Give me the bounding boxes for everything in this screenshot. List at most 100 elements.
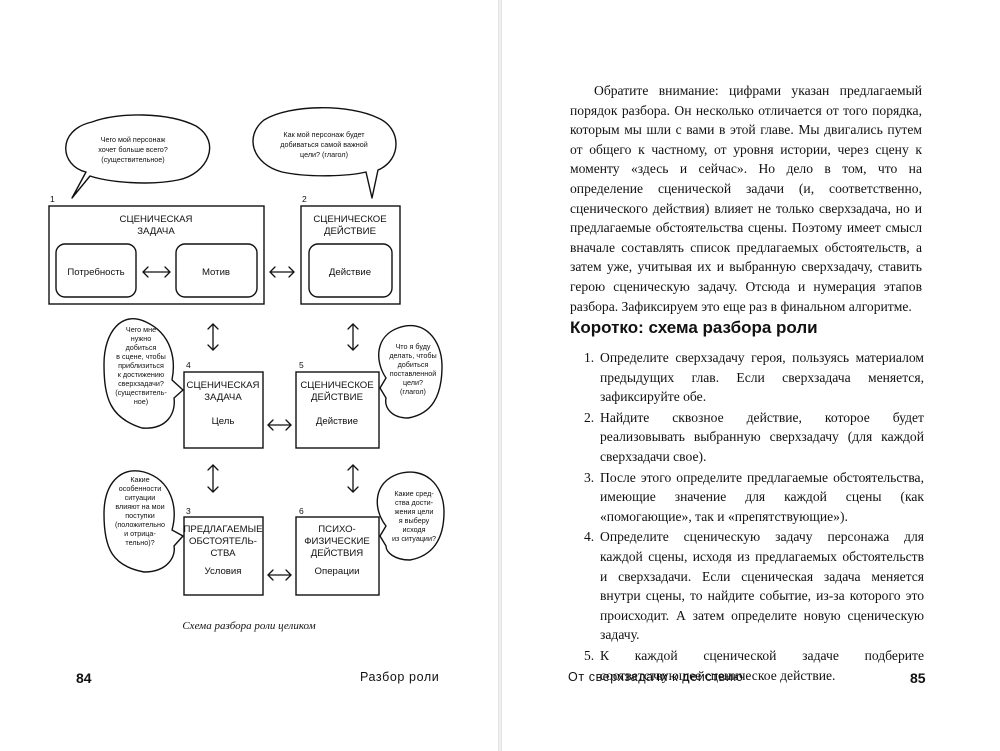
list-item: 1. Определите сверхзадачу героя, пользуяс… (570, 348, 924, 407)
speech-bubble-1: Чего мой персонаж хочет больше всего? (с… (65, 114, 211, 199)
box-3-given-circumstances: 3 ПРЕДЛАГАЕМЫЕ ОБСТОЯТЕЛЬ- СТВА Условия (183, 506, 264, 596)
box-3-title-3: СТВА (211, 548, 237, 559)
box-2-title-1: СЦЕНИЧЕСКОЕ (313, 214, 386, 225)
box-6-title-1: ПСИХО- (318, 524, 355, 535)
box-5-label: Действие (316, 416, 358, 427)
box-1-title-2: ЗАДАЧА (137, 226, 175, 237)
box-4-title-1: СЦЕНИЧЕСКАЯ (187, 380, 260, 391)
motive-label: Мотив (202, 267, 230, 278)
box-1-number: 1 (50, 194, 55, 204)
bubble-2-line-3: цели? (глагол) (300, 150, 348, 159)
action-subbox (308, 243, 393, 298)
svg-text:цели?: цели? (403, 378, 423, 387)
role-analysis-diagram: Чего мой персонаж хочет больше всего? (с… (48, 107, 445, 596)
svg-text:исходя: исходя (402, 525, 425, 534)
list-item: 2. Найдите сквозное действие, которое буд… (570, 408, 924, 467)
box-6-title-3: ДЕЙСТВИЯ (311, 547, 364, 559)
svg-text:нужно: нужно (131, 334, 151, 343)
svg-text:Чего мне: Чего мне (126, 325, 156, 334)
box-4-stage-task: 4 СЦЕНИЧЕСКАЯ ЗАДАЧА Цель (183, 360, 264, 449)
arrow-box4-box3 (207, 464, 219, 493)
list-item-text: К каждой сценической задаче подберите со… (600, 647, 924, 683)
page-number-left: 84 (76, 670, 92, 686)
box-6-psychophysical-actions: 6 ПСИХО- ФИЗИЧЕСКИЕ ДЕЙСТВИЯ Операции (295, 506, 380, 596)
speech-bubble-4: Чего мне нужно добиться в сцене, чтобы п… (103, 317, 184, 429)
box-3-number: 3 (186, 506, 191, 516)
box-6-label: Операции (315, 566, 360, 577)
svg-text:делать, чтобы: делать, чтобы (389, 351, 436, 360)
svg-text:и отрица-: и отрица- (124, 529, 156, 538)
svg-text:ситуации: ситуации (125, 493, 156, 502)
svg-text:Какие: Какие (130, 475, 149, 484)
arrow-box4-box5 (267, 419, 292, 431)
running-head-left: Разбор роли (360, 670, 440, 684)
svg-text:влияют на мои: влияют на мои (115, 502, 164, 511)
speech-bubble-2: Как мой персонаж будет добиваться самой … (252, 107, 397, 199)
box-5-title-1: СЦЕНИЧЕСКОЕ (300, 380, 373, 391)
diagram-caption: Схема разбора роли целиком (182, 620, 316, 632)
list-item-text: Определите сценическую задачу персонажа … (600, 529, 924, 643)
list-item-text: Найдите сквозное действие, которое будет… (600, 409, 924, 464)
need-subbox (55, 243, 137, 298)
box-4-number: 4 (186, 360, 191, 370)
left-page: Чего мой персонаж хочет больше всего? (с… (0, 0, 498, 751)
steps-list: 1. Определите сверхзадачу героя, пользуяс… (570, 348, 924, 686)
list-item-number: 2. (584, 409, 595, 425)
action-label: Действие (329, 267, 371, 278)
list-item: 3.После этого определите предлагаемые об… (570, 468, 924, 527)
svg-text:к достижению: к достижению (118, 370, 165, 379)
svg-text:жения цели: жения цели (395, 507, 434, 516)
svg-text:из ситуации?: из ситуации? (392, 534, 436, 543)
svg-text:(существитель-: (существитель- (115, 388, 167, 397)
box-5-stage-action: 5 СЦЕНИЧЕСКОЕ ДЕЙСТВИЕ Действие (295, 360, 380, 449)
box-2-number: 2 (302, 194, 307, 204)
svg-text:ное): ное) (134, 397, 148, 406)
box-3-title-1: ПРЕДЛАГАЕМЫЕ (183, 524, 262, 535)
arrow-box2-box5 (347, 323, 359, 351)
svg-text:особенности: особенности (119, 484, 162, 493)
box-1-stage-task: 1 СЦЕНИЧЕСКАЯ ЗАДАЧА Потребность Мотив (48, 194, 265, 305)
arrow-box5-box6 (347, 464, 359, 493)
intro-paragraph: Обратите внимание: цифрами указан предла… (570, 83, 922, 314)
svg-text:добиться: добиться (398, 360, 429, 369)
section-heading: Коротко: схема разбора роли (570, 318, 818, 337)
speech-bubble-6: Какие сред- ства дости- жения цели я выб… (376, 471, 445, 561)
arrow-box1-box2 (269, 266, 295, 278)
bubble-2-line-1: Как мой персонаж будет (283, 130, 365, 139)
page-number-right: 85 (910, 670, 926, 686)
arrow-box3-box6 (267, 569, 292, 581)
running-head-right: От сверхзадачи к действию (568, 670, 744, 684)
speech-bubble-5: Что я буду делать, чтобы добиться постав… (378, 324, 443, 419)
svg-text:я выберу: я выберу (399, 516, 430, 525)
motive-subbox (175, 243, 258, 298)
box-6-number: 6 (299, 506, 304, 516)
box-4-label: Цель (212, 416, 235, 427)
bubble-1-line-3: (существительное) (101, 155, 164, 164)
box-4-title-2: ЗАДАЧА (204, 392, 242, 403)
list-item-number: 3. (584, 469, 595, 485)
svg-text:Какие сред-: Какие сред- (394, 489, 434, 498)
bubble-1-line-1: Чего мой персонаж (101, 135, 166, 144)
svg-text:сверхзадачи?: сверхзадачи? (118, 379, 164, 388)
box-6-title-2: ФИЗИЧЕСКИЕ (304, 536, 369, 547)
svg-text:поставленной: поставленной (390, 369, 437, 378)
box-3-title-2: ОБСТОЯТЕЛЬ- (189, 536, 257, 547)
svg-text:в сцене, чтобы: в сцене, чтобы (116, 352, 166, 361)
svg-text:(глагол): (глагол) (400, 387, 426, 396)
box-1-title-1: СЦЕНИЧЕСКАЯ (120, 214, 193, 225)
box-5-title-2: ДЕЙСТВИЕ (311, 391, 363, 403)
book-gutter (498, 0, 502, 751)
bubble-1-line-2: хочет больше всего? (98, 145, 168, 154)
box-2-stage-action: 2 СЦЕНИЧЕСКОЕ ДЕЙСТВИЕ Действие (300, 194, 401, 305)
svg-text:добиться: добиться (126, 343, 157, 352)
list-item-text: Определите сверхзадачу героя, пользуясь … (600, 350, 924, 405)
svg-text:приблизиться: приблизиться (118, 361, 164, 370)
arrow-box1-box4 (207, 323, 219, 351)
list-item-number: 4. (584, 529, 595, 545)
list-item-number: 1. (584, 350, 595, 365)
bubble-2-line-2: добиваться самой важной (280, 140, 368, 149)
arrow-need-motive (142, 266, 171, 278)
svg-text:поступки: поступки (125, 511, 155, 520)
svg-text:тельно)?: тельно)? (125, 538, 154, 547)
list-item-number: 5. (584, 647, 595, 663)
